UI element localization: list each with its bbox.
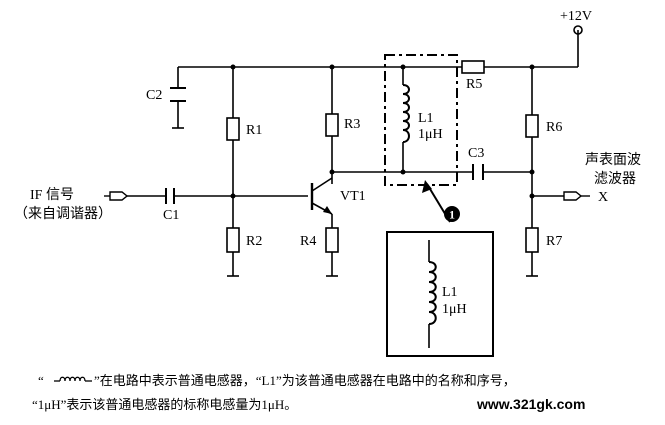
watermark: www.321gk.com (476, 396, 585, 412)
zoom-l1-label: L1 (442, 285, 458, 300)
l1-coil (402, 84, 410, 143)
r5-body (461, 60, 485, 74)
callout-number: 1 (449, 208, 455, 222)
output-x-label: X (598, 190, 608, 205)
r4-label: R4 (300, 234, 316, 249)
c3-label: C3 (468, 146, 484, 161)
l1-value-label: 1μH (418, 127, 443, 142)
wires (127, 25, 583, 277)
r6-body (525, 114, 539, 138)
r2-label: R2 (246, 234, 262, 249)
resistors (226, 60, 539, 253)
r7-body (525, 227, 539, 253)
output-label-line1: 声表面波 (585, 152, 641, 168)
caption-inductor-icon (54, 376, 92, 382)
caption-open-quote: “ (38, 373, 44, 388)
l1-label: L1 (418, 111, 434, 126)
input-label-line1: IF 信号 (30, 187, 74, 203)
r7-label: R7 (546, 234, 562, 249)
zoom-coil (428, 240, 437, 348)
r5-label: R5 (466, 77, 482, 92)
caption-line2: “1μH”表示该普通电感器的标称电感量为1μH。 (32, 397, 297, 412)
input-label-line2: （来自调谐器） (14, 206, 112, 222)
junction-dots (230, 64, 535, 199)
l1-highlight-box (384, 54, 458, 186)
output-arrow-icon (563, 191, 590, 201)
emitter-arrow (323, 206, 332, 214)
r1-label: R1 (246, 123, 262, 138)
c2-label: C2 (146, 88, 162, 103)
r2-body (226, 227, 240, 253)
l1-zoom-box (386, 231, 494, 357)
output-label-line2: 滤波器 (594, 171, 636, 187)
r3-body (325, 113, 339, 137)
r1-body (226, 117, 240, 141)
c1-label: C1 (163, 208, 179, 223)
r4-body (325, 227, 339, 253)
caption-line1: ”在电路中表示普通电感器，“L1”为该普通电感器在电路中的名称和序号， (94, 373, 516, 388)
vt1-label: VT1 (340, 189, 366, 204)
supply-label: +12V (560, 9, 592, 24)
input-arrow-icon (104, 191, 129, 201)
r3-label: R3 (344, 117, 360, 132)
r6-label: R6 (546, 120, 562, 135)
callout-pointer: 1 (422, 180, 460, 223)
zoom-value-label: 1μH (442, 302, 467, 317)
